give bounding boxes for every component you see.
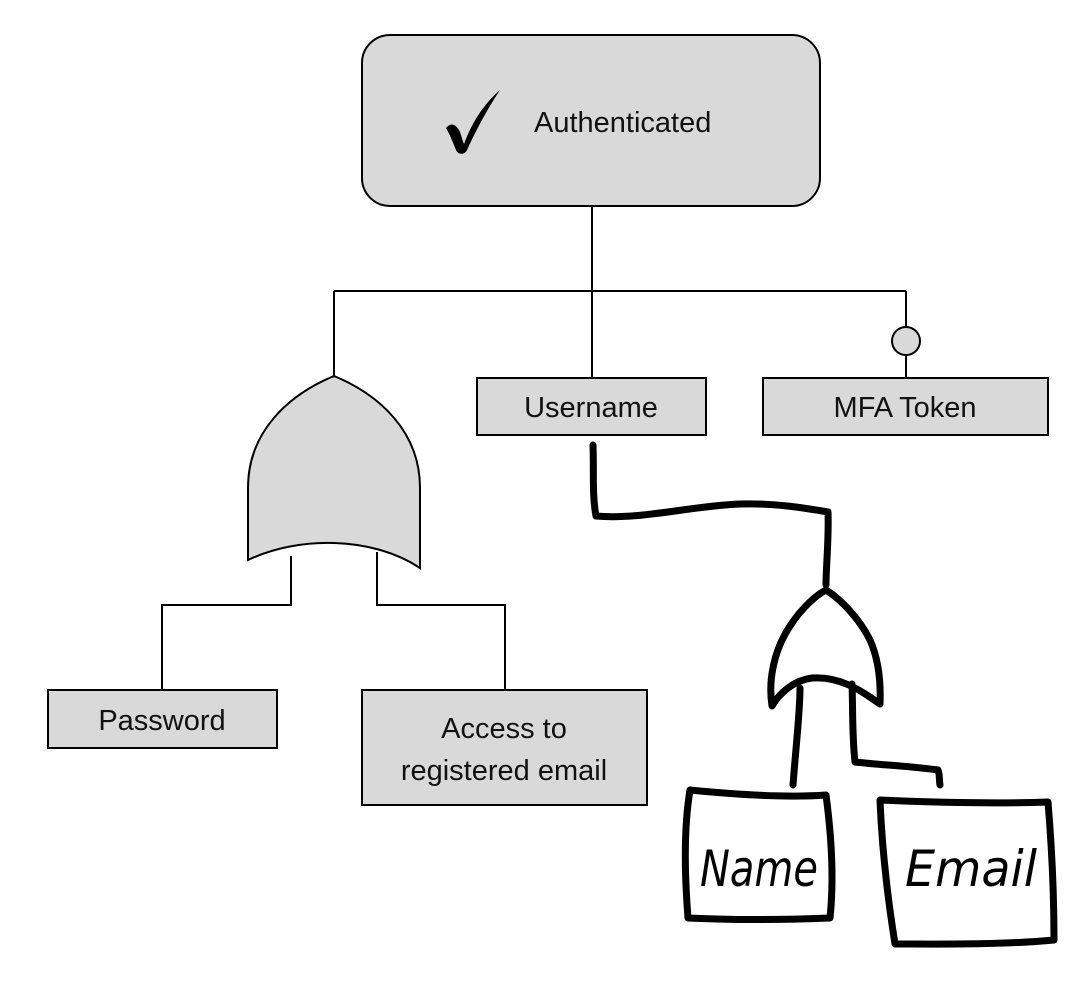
hand-node-email-box [876, 796, 1058, 948]
node-mfa-token-box [762, 377, 1049, 436]
connector-lines [161, 206, 907, 690]
email-access-connector [376, 552, 506, 690]
node-email-access-line1: Access to [441, 713, 567, 745]
node-password[interactable]: Password [47, 689, 278, 749]
hand-connector-email [848, 680, 944, 789]
node-mfa-token-label: MFA Token [834, 392, 977, 424]
node-password-box [47, 689, 278, 749]
hand-connector-name [789, 684, 804, 789]
checkmark-icon [446, 90, 500, 154]
node-email-access-line2: registered email [401, 755, 607, 787]
hand-connector-username [589, 441, 832, 589]
node-email-access-box [361, 689, 648, 806]
optional-marker-icon [891, 326, 921, 356]
root-node-authenticated[interactable]: Authenticated [361, 34, 821, 207]
hand-node-name-box [681, 786, 836, 923]
hand-or-gate [767, 586, 884, 710]
hand-drawn-sketch [589, 441, 1058, 948]
root-node-box [361, 34, 821, 207]
node-username[interactable]: Username [476, 377, 707, 436]
hand-node-name-label: Name [700, 840, 818, 898]
node-password-label: Password [98, 705, 225, 737]
node-email-access[interactable]: Access to registered email [361, 689, 648, 806]
node-username-label: Username [524, 392, 658, 424]
password-connector [161, 556, 292, 690]
hand-node-email-label: Email [905, 840, 1037, 898]
or-gate [247, 374, 421, 570]
node-mfa-token[interactable]: MFA Token [762, 377, 1049, 436]
root-node-label: Authenticated [534, 107, 711, 139]
node-username-box [476, 377, 707, 436]
